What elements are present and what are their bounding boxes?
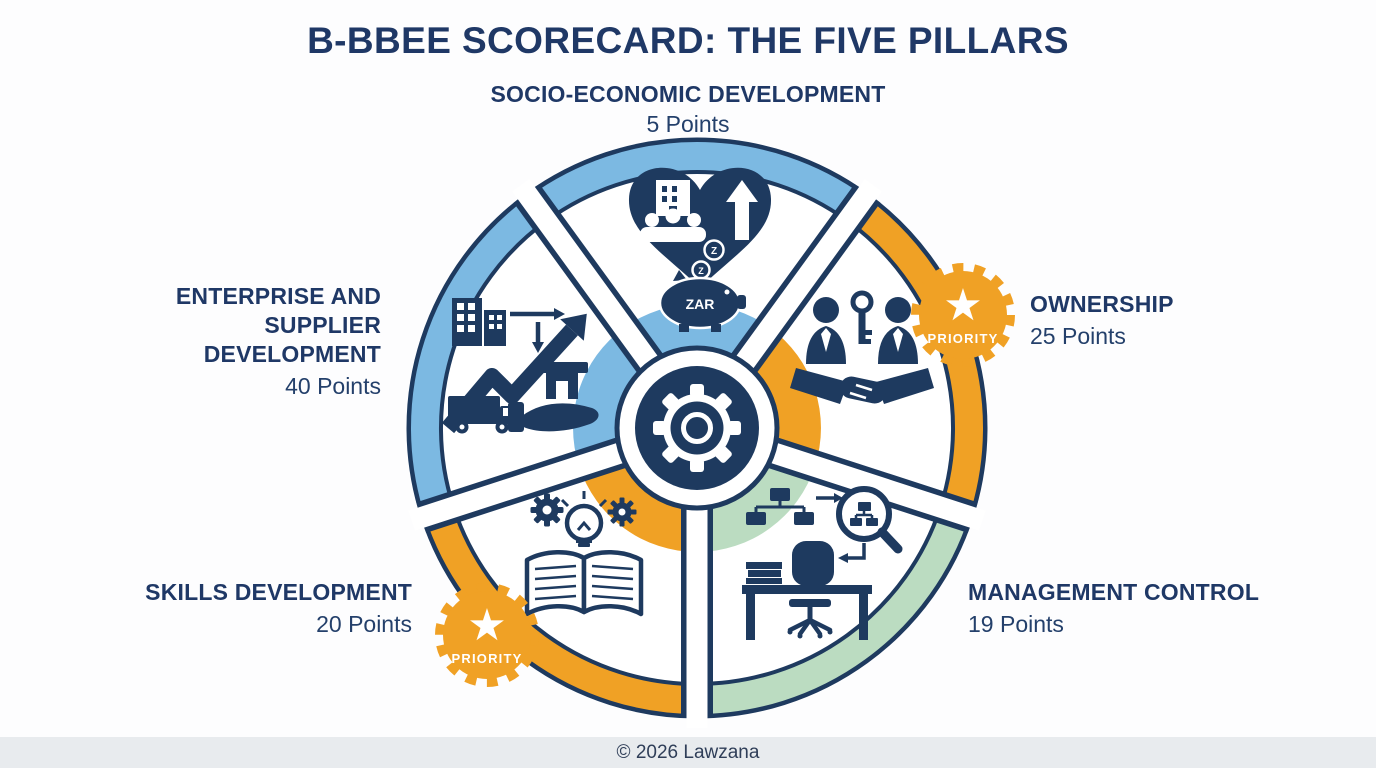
pillar-points: 19 Points: [968, 611, 1064, 637]
partners-key-handshake-icon: [790, 290, 934, 404]
small-gear-icon: [530, 493, 564, 527]
footer-bar: © 2026 Lawzana: [0, 737, 1376, 768]
label-enterprise-supplier-development: ENTERPRISE AND SUPPLIER DEVELOPMENT 40 P…: [81, 282, 381, 401]
small-gear-icon: [607, 497, 637, 527]
gear-icon: [653, 384, 741, 472]
growth-truck-hand-store-icon: [441, 298, 599, 434]
label-ownership: OWNERSHIP 25 Points: [1030, 290, 1174, 351]
center-hub: [614, 345, 780, 511]
inner-band-socio-economic: [624, 304, 770, 364]
org-chart-desk-magnifier-icon: [742, 486, 903, 640]
piggy-bank-label: ZAR: [686, 296, 715, 312]
magnifier-icon: [836, 486, 903, 554]
coin-symbol: Z: [711, 246, 717, 257]
pillar-points: 40 Points: [285, 373, 381, 399]
book-lightbulb-gears-icon: [524, 491, 644, 617]
pillar-points: 20 Points: [316, 611, 412, 637]
coin-symbol: Z: [698, 266, 704, 276]
pillar-points: 5 Points: [646, 111, 730, 137]
priority-badge-ownership: ★ PRIORITY: [911, 263, 1015, 367]
label-management-control: MANAGEMENT CONTROL 19 Points: [968, 578, 1259, 639]
label-socio-economic-development: SOCIO-ECONOMIC DEVELOPMENT 5 Points: [0, 80, 1376, 139]
priority-badge-label: PRIORITY: [452, 651, 523, 666]
copyright-text: © 2026 Lawzana: [616, 742, 760, 763]
lightbulb-icon: [560, 491, 608, 547]
priority-badge-label: PRIORITY: [928, 331, 999, 346]
pillar-name: MANAGEMENT CONTROL: [968, 579, 1260, 605]
star-icon: ★: [943, 281, 982, 330]
priority-badge-skills: ★ PRIORITY: [435, 583, 539, 687]
pillar-points: 25 Points: [1030, 323, 1126, 349]
inner-band-skills: [579, 452, 697, 552]
heart-community-piggy-bank-icon: Z Z ZAR: [628, 167, 772, 332]
inner-band-management: [697, 452, 815, 552]
open-book-icon: [524, 550, 644, 617]
star-icon: ★: [467, 601, 506, 650]
pillar-name: ENTERPRISE AND SUPPLIER DEVELOPMENT: [175, 283, 381, 367]
pillar-name: OWNERSHIP: [1030, 291, 1174, 317]
divider-channels: [408, 179, 986, 728]
page-title: B-BBEE SCORECARD: THE FIVE PILLARS: [307, 20, 1069, 61]
piggy-bank-icon: ZAR: [658, 270, 746, 332]
label-skills-development: SKILLS DEVELOPMENT 20 Points: [92, 578, 412, 639]
pillar-name: SOCIO-ECONOMIC DEVELOPMENT: [490, 81, 886, 107]
pillar-name: SKILLS DEVELOPMENT: [145, 579, 412, 605]
